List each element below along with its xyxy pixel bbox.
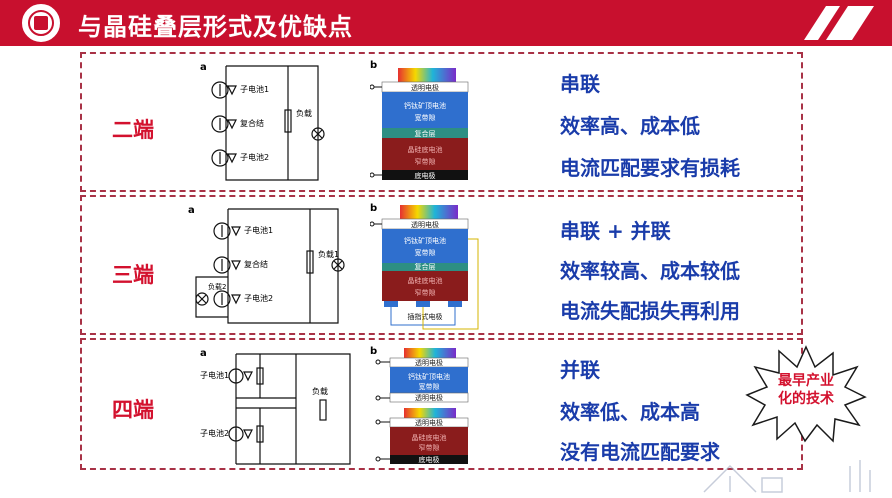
panel-two-terminal: 二端 a 子电池1 复合结 子电池2 负载 b 透明电极 钙钛矿顶电池 [80, 52, 803, 192]
page-title: 与晶硅叠层形式及优缺点 [78, 13, 353, 41]
cell-label: 子电池1 [244, 225, 273, 235]
layer-label: 晶硅底电池 [408, 145, 443, 154]
layer-stack-diagram: b 透明电极 钙钛矿顶电池 宽带隙 复合层 晶硅底电池 窄带隙 插指式电极 [370, 203, 479, 330]
cell-label: 复合结 [240, 118, 264, 128]
load-label: 负载 [312, 386, 328, 396]
layer-label: 晶硅底电池 [408, 276, 443, 285]
feature-line: 串联 [560, 72, 600, 96]
header-bar: 与晶硅叠层形式及优缺点 [0, 0, 892, 46]
panel-label: 四端 [112, 398, 154, 422]
feature-line: 电流匹配要求有损耗 [560, 156, 740, 180]
layer-label: 宽带隙 [415, 248, 436, 257]
cell-label: 子电池2 [240, 152, 269, 162]
watermark-logo-icon [703, 460, 871, 493]
layer-stack-diagram: b 透明电极 钙钛矿顶电池 宽带隙 复合层 晶硅底电池 窄带隙 底电极 [370, 60, 469, 180]
cell-label: 子电池2 [244, 293, 273, 303]
badge-text: 最早产业 化的技术 [778, 373, 834, 407]
circuit-tag: a [200, 62, 207, 73]
layer-label: 窄带隙 [419, 443, 440, 452]
feature-line: 效率低、成本高 [560, 400, 700, 424]
cell-label: 子电池2 [200, 428, 229, 438]
layer-label: 透明电极 [411, 83, 439, 92]
layer-label: 窄带隙 [415, 157, 436, 166]
cell-label: 子电池1 [240, 84, 269, 94]
layer-label: 钙钛矿顶电池 [408, 372, 450, 381]
layer-label: 钙钛矿顶电池 [404, 101, 446, 110]
layer-label: 透明电极 [415, 418, 443, 427]
circuit-tag: a [200, 348, 207, 359]
layer-label: 底电极 [415, 171, 436, 180]
layer-label: 宽带隙 [415, 113, 436, 122]
cell-label: 子电池1 [200, 370, 229, 380]
layer-label: 复合层 [415, 129, 436, 138]
starburst-badge-icon [745, 345, 867, 443]
layer-label: 透明电极 [415, 393, 443, 402]
panel-label: 三端 [112, 263, 154, 287]
panel-three-terminal: 三端 a 子电池1 复合结 子电池2 负载1 负载2 b [80, 195, 803, 335]
circuit-diagram: a 子电池1 复合结 子电池2 负载1 负载2 [188, 205, 345, 324]
circuit-tag: a [188, 205, 195, 216]
stack-tag: b [370, 203, 377, 214]
layer-label: 插指式电极 [408, 312, 443, 321]
feature-line: 效率较高、成本较低 [560, 259, 740, 283]
cell-label: 复合结 [244, 259, 268, 269]
layer-label: 窄带隙 [415, 288, 436, 297]
university-logo-icon [22, 4, 60, 42]
layer-label: 底电极 [419, 455, 440, 464]
load-label: 负载2 [208, 282, 226, 291]
stack-tag: b [370, 60, 377, 71]
stack-tag: b [370, 346, 377, 357]
layer-label: 透明电极 [415, 358, 443, 367]
feature-line: 串联 + 并联 [560, 219, 671, 243]
feature-line: 并联 [560, 358, 600, 382]
layer-stack-diagram: b 透明电极 钙钛矿顶电池 宽带隙 透明电极 透明电极 晶硅底电池 窄带隙 底电… [370, 346, 469, 464]
layer-label: 钙钛矿顶电池 [404, 236, 446, 245]
layer-label: 宽带隙 [419, 382, 440, 391]
feature-line: 没有电流匹配要求 [560, 440, 720, 464]
load-label: 负载 [296, 108, 312, 118]
layer-label: 晶硅底电池 [412, 433, 447, 442]
load-label: 负载1 [318, 249, 339, 259]
stripes-decoration-icon [804, 6, 874, 40]
feature-line: 电流失配损失再利用 [560, 299, 740, 323]
layer-label: 复合层 [415, 262, 436, 271]
layer-label: 透明电极 [411, 220, 439, 229]
feature-line: 效率高、成本低 [560, 114, 700, 138]
panel-four-terminal: 四端 a 子电池1 子电池2 负载 b 透明电极 [80, 338, 803, 470]
circuit-diagram: a 子电池1 子电池2 负载 [200, 348, 351, 465]
circuit-diagram: a 子电池1 复合结 子电池2 负载 [200, 62, 325, 181]
panel-label: 二端 [112, 118, 154, 142]
